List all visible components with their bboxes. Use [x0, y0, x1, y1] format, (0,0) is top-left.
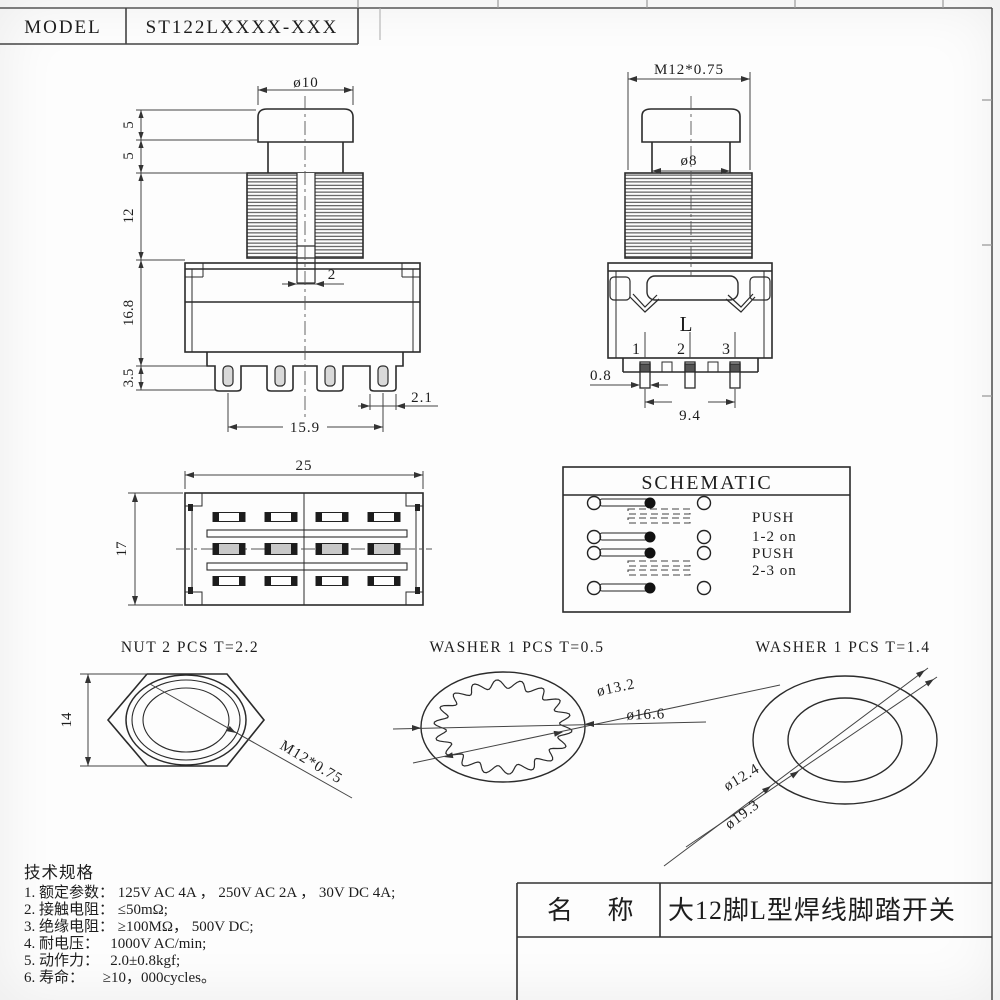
side-dim-stem-dia: ø8: [681, 153, 698, 169]
front-dim-body-h: 16.8: [121, 300, 137, 326]
washer-star-dim-inner: ø13.2: [596, 676, 637, 700]
front-dim-stem-h: 5: [121, 152, 137, 160]
schematic-panel: SCHEMATIC PUSH 1-2 on PUSH 2-3 on: [562, 466, 851, 613]
spec-item-3: 3. 绝缘电阻： ≥100MΩ， 500V DC;: [24, 918, 254, 935]
name-value: 大12脚L型焊线脚踏开关: [668, 896, 956, 925]
spec-item-4: 4. 耐电压： 1000V AC/min;: [24, 935, 206, 952]
front-dim-cap-h: 5: [121, 121, 137, 129]
front-dim-pin-span: 15.9: [290, 420, 320, 436]
bottom-dim-height: 17: [114, 541, 130, 557]
name-label: 名 称: [547, 896, 648, 925]
generated-geometry: [85, 76, 934, 794]
nut-view: NUT 2 PCS T=2.2 14 M12*0.75: [59, 639, 353, 799]
nut-dim-thread: M12*0.75: [277, 738, 345, 788]
washer-flat-dim-inner: ø12.4: [721, 761, 762, 795]
bottom-dim-width: 25: [296, 458, 313, 474]
side-body-mark: L: [680, 312, 693, 336]
schematic-note-3: PUSH: [752, 546, 794, 562]
schematic-note-4: 2-3 on: [752, 563, 797, 579]
washer-star-view: WASHER 1 PCS T=0.5 ø13.2 ø16.6: [392, 639, 781, 783]
nut-title: NUT 2 PCS T=2.2: [121, 639, 259, 656]
bottom-view: 25 17: [114, 458, 432, 606]
washer-flat-view: WASHER 1 PCS T=1.4 ø12.4 ø19.3: [663, 639, 938, 867]
schematic-title: SCHEMATIC: [641, 472, 772, 494]
washer-flat-dim-outer: ø19.3: [722, 797, 763, 833]
model-table: [0, 8, 381, 45]
side-pin-label-1: 1: [632, 341, 640, 358]
side-pin-label-3: 3: [722, 341, 730, 358]
schematic-note-2: 1-2 on: [752, 529, 797, 545]
specs-block: 技术规格 1. 额定参数： 125V AC 4A ， 250V AC 2A ， …: [24, 863, 395, 986]
spec-item-2: 2. 接触电阻： ≤50mΩ;: [24, 901, 168, 918]
spec-item-1: 1. 额定参数： 125V AC 4A ， 250V AC 2A ， 30V D…: [24, 884, 395, 901]
washer-star-title: WASHER 1 PCS T=0.5: [430, 639, 605, 656]
front-dim-thread-h: 12: [121, 209, 137, 224]
specs-heading: 技术规格: [24, 863, 94, 882]
front-view: ø10 5 5 12 16.8 3.5 2 2.1 15.9: [121, 75, 438, 436]
model-value: ST122LXXXX-XXX: [146, 17, 339, 38]
side-dim-thread: M12*0.75: [654, 62, 724, 78]
model-label: MODEL: [24, 17, 102, 38]
front-dim-cap-dia: ø10: [293, 75, 319, 91]
spec-item-5: 5. 动作力： 2.0±0.8kgf;: [24, 952, 180, 969]
front-dim-slot-w: 2: [328, 267, 337, 283]
front-dim-pin-w: 2.1: [411, 390, 433, 406]
schematic-note-1: PUSH: [752, 510, 794, 526]
spec-item-6: 6. 寿命： ≥10，000cycles。: [24, 968, 216, 986]
washer-star-dim-outer: ø16.6: [626, 706, 665, 723]
side-dim-pin-span: 9.4: [679, 408, 701, 424]
nut-dim-across-flats: 14: [59, 712, 75, 728]
title-block: 名 称 大12脚L型焊线脚踏开关: [516, 882, 992, 1000]
washer-flat-title: WASHER 1 PCS T=1.4: [756, 639, 931, 656]
front-dim-pin-h: 3.5: [121, 369, 137, 388]
side-view: M12*0.75 ø8 0.8 9.4 L 1 2 3: [590, 62, 773, 424]
side-dim-pin-thickness: 0.8: [590, 368, 612, 384]
side-pin-label-2: 2: [677, 341, 685, 358]
